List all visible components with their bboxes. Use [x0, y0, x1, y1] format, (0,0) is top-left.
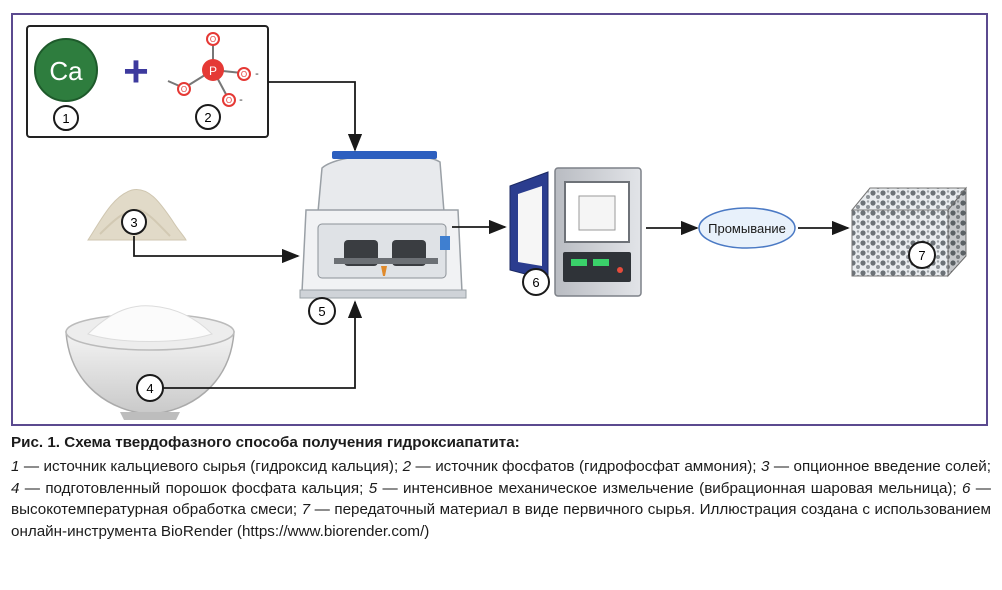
bowl-icon — [65, 305, 235, 420]
caption-item-number: 1 — [11, 458, 20, 475]
oxygen-label: O — [181, 85, 187, 94]
caption-item-text: — источник кальциевого сырья (гидроксид … — [19, 458, 403, 475]
washing-step: Промывание — [698, 207, 796, 249]
caption-item-text: — интенсивное механическое измельче­ние … — [377, 479, 963, 497]
caption-item-number: 6 — [962, 479, 971, 497]
marker-2: 2 — [195, 104, 221, 130]
marker-3: 3 — [121, 209, 147, 235]
oxygen-label: O — [210, 35, 216, 44]
figure-caption-title: Рис. 1. Схема твердофазного способа полу… — [11, 434, 520, 451]
arrow-salt-to-mill — [133, 236, 300, 264]
svg-text:3: 3 — [130, 215, 137, 230]
washing-label: Промывание — [708, 221, 786, 236]
caption-item-number: 5 — [368, 479, 378, 497]
calcium-symbol: Ca — [49, 56, 83, 86]
porous-block-icon — [850, 186, 968, 278]
svg-text:2: 2 — [204, 110, 211, 125]
caption-item-text: — передаточный материал в виде первичног… — [11, 501, 991, 540]
svg-text:4: 4 — [146, 381, 153, 396]
oxygen-label: O — [226, 96, 232, 105]
marker-1: 1 — [53, 105, 79, 131]
plus-sign: + — [123, 47, 149, 96]
flow-arrows — [133, 81, 850, 389]
caption-item-number: 4 — [11, 479, 20, 497]
arrow-powder-to-mill — [163, 300, 363, 389]
figure-caption-text: 1 — источник кальциевого сырья (гидрокси… — [11, 456, 991, 542]
process-diagram: Ca + P O O O O - - — [26, 25, 968, 420]
marker-4: 4 — [136, 374, 164, 402]
marker-5: 5 — [308, 297, 336, 325]
calcium-icon: Ca — [34, 38, 98, 102]
phosphate-icon: P O O O O - - — [167, 32, 259, 107]
caption-item-number: 2 — [402, 458, 412, 475]
svg-text:7: 7 — [918, 248, 925, 263]
svg-text:5: 5 — [318, 304, 325, 319]
caption-item-number: 3 — [760, 458, 770, 475]
ball-mill-icon — [299, 151, 467, 299]
caption-item-text: — подготовленный порошок фосфата кальция… — [19, 479, 369, 497]
furnace-icon — [509, 167, 642, 297]
svg-text:1: 1 — [62, 111, 69, 126]
phosphorus-label: P — [209, 64, 217, 78]
caption-item-text: — источник фосфатов (гидрофосфат аммония… — [411, 458, 761, 475]
caption-item-text: — высокотемпературная обработка смеси; — [11, 479, 991, 519]
caption-item-number: 7 — [301, 501, 311, 518]
caption-item-text: — опци­онное введение солей; — [769, 458, 991, 475]
oxygen-label: O — [241, 70, 247, 79]
svg-text:6: 6 — [532, 275, 539, 290]
arrow-reagents-to-mill — [268, 81, 363, 152]
charge-label: - — [255, 68, 259, 80]
marker-6: 6 — [522, 268, 550, 296]
charge-label: - — [239, 94, 243, 106]
marker-7: 7 — [908, 241, 936, 269]
